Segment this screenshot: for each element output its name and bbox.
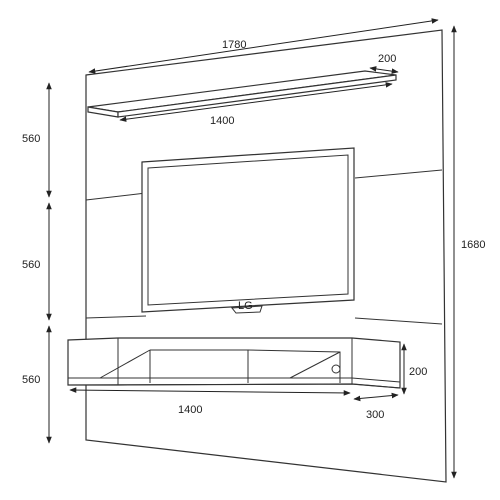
dim-vertical-segments: 560 560 560	[22, 82, 52, 444]
television: LG	[141, 147, 355, 314]
dim-panel-width: 1780	[88, 18, 439, 74]
dim-shelf-width: 1400	[119, 82, 393, 127]
dim-panel-height: 1680	[451, 25, 485, 479]
tv-brand-logo: LG	[238, 300, 253, 312]
dim-shelf-depth-label: 200	[378, 53, 396, 65]
dim-console-width-label: 1400	[178, 404, 202, 416]
dim-console-width: 1400	[69, 387, 351, 416]
tv-console	[67, 337, 401, 389]
dim-shelf-width-label: 1400	[210, 115, 234, 127]
dim-panel-width-label: 1780	[222, 39, 246, 51]
dim-console-depth-label: 300	[366, 409, 384, 421]
dim-segment-middle-label: 560	[22, 259, 40, 271]
dim-segment-top-label: 560	[22, 133, 40, 145]
dim-segment-bottom-label: 560	[22, 374, 40, 386]
console-knob-icon	[331, 364, 341, 374]
dim-panel-height-label: 1680	[461, 239, 485, 251]
dim-console-depth: 300	[353, 392, 399, 421]
dim-shelf-depth: 200	[369, 53, 399, 74]
dim-console-height-label: 200	[409, 366, 427, 378]
dim-console-height: 200	[401, 343, 427, 395]
